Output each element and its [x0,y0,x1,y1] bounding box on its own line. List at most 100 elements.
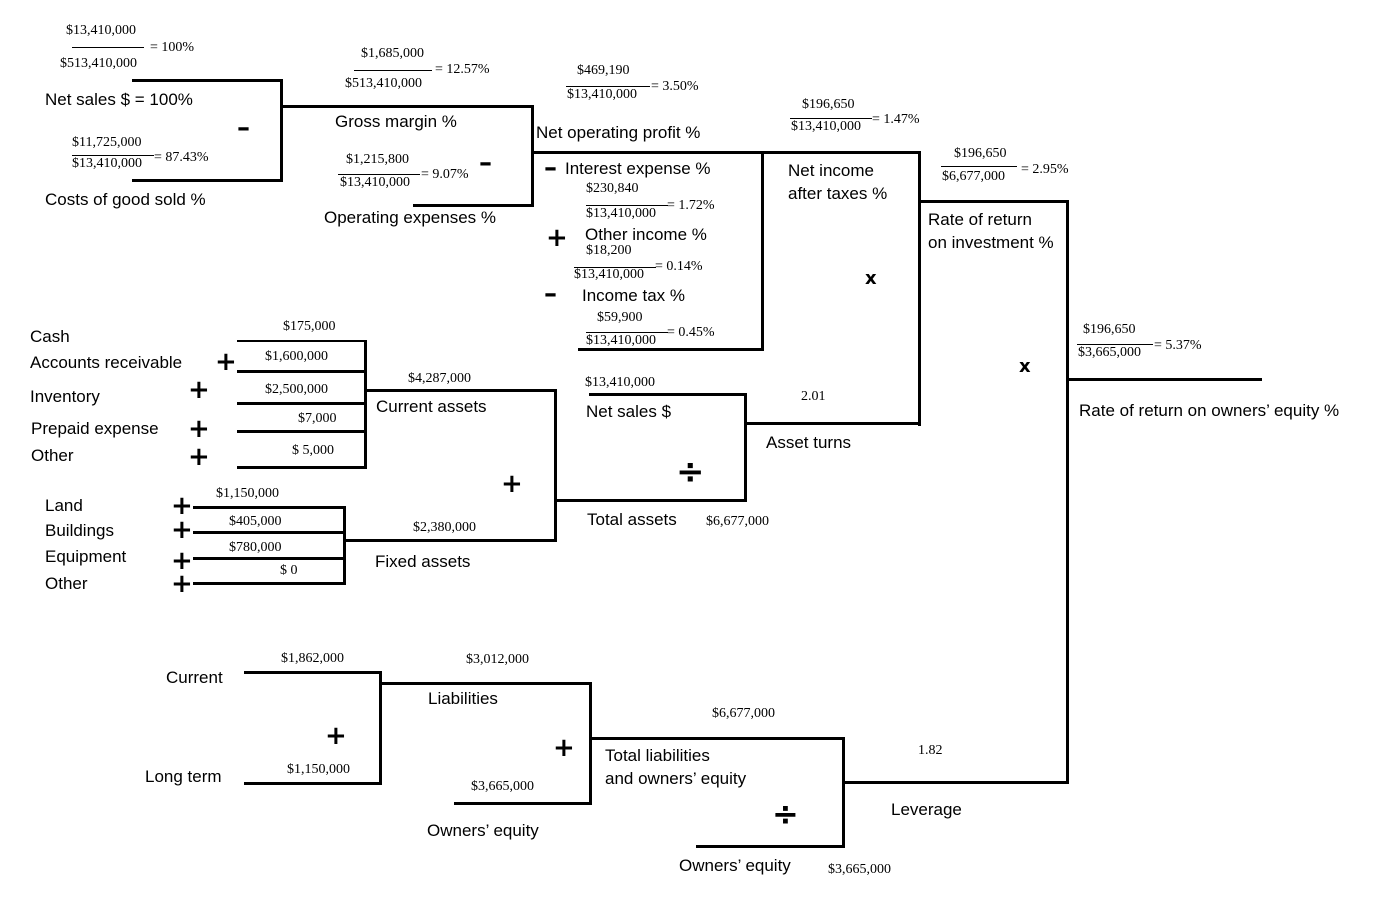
buildings-value: $405,000 [229,514,282,529]
asset-turns-connector [744,393,747,502]
other-income-numerator: $18,200 [586,243,632,258]
roe-connector [1066,200,1069,784]
plus-symbol: + [188,375,210,405]
liabilities-connector [379,671,382,785]
operating-expenses-line [413,204,534,207]
roe-label: Rate of return on owners’ equity % [1079,401,1340,420]
leverage-line [842,781,1069,784]
long-term-liabilities-line [244,782,382,785]
minus-symbol: – [544,153,557,183]
prepaid-value: $7,000 [298,411,337,426]
sales-cogs-connector [280,79,283,182]
fraction-bar [790,118,872,119]
asset-turns-result: 2.01 [801,389,826,404]
fraction-bar [338,174,420,175]
current-assets-line [364,389,557,392]
roi-denominator: $6,677,000 [942,169,1005,184]
minus-symbol: – [544,279,557,309]
plus-symbol: + [188,414,210,444]
cash-label: Cash [30,327,70,346]
fraction-bar [574,267,656,268]
inventory-line [237,402,367,405]
cogs-line [132,179,283,182]
fraction-bar [941,166,1017,167]
plus-symbol: + [553,733,575,763]
gm-opex-connector [531,105,534,207]
income-tax-denominator: $13,410,000 [586,333,656,348]
opex-result: = 9.07% [421,167,469,182]
leverage-result: 1.82 [918,743,943,758]
plus-symbol: + [546,223,568,253]
total-assets-label: Total assets [587,510,677,529]
current-liabilities-label: Current [166,668,223,687]
equipment-label: Equipment [45,547,127,566]
other-fixed-label: Other [45,574,88,593]
receivables-label: Accounts receivable [30,353,183,372]
interest-numerator: $230,840 [586,181,639,196]
roi-numerator: $196,650 [954,146,1007,161]
other-current-value: $ 5,000 [292,443,334,458]
net-income-result: = 1.47% [872,112,920,127]
plus-symbol: + [215,347,237,377]
other-income-denominator: $13,410,000 [574,267,644,282]
roi-connector [918,151,921,426]
times-symbol: x [865,268,877,289]
land-line [193,506,346,509]
net-income-line [761,151,921,154]
fixed-assets-value: $2,380,000 [413,520,476,535]
current-items-connector [364,340,367,469]
plus-symbol: + [171,569,193,599]
roe-result: = 5.37% [1154,338,1202,353]
gross-margin-numerator: $1,685,000 [361,46,424,61]
leverage-equity-line [696,845,845,848]
cash-line [237,340,367,342]
other-current-line [237,466,367,469]
asset-turns-total-assets-line [555,499,747,502]
owners-equity-label: Owners’ equity [427,821,539,840]
cogs-ratio-result: = 87.43% [154,150,209,165]
owners-equity-line [454,802,592,805]
leverage-equity-value: $3,665,000 [828,862,891,877]
interest-expense-label: Interest expense % [565,159,711,178]
land-value: $1,150,000 [216,486,279,501]
roe-numerator: $196,650 [1083,322,1136,337]
net-income-denominator: $13,410,000 [791,119,861,134]
divide-symbol: ÷ [772,795,799,833]
net-income-label-2: after taxes % [788,184,888,203]
receivables-line [237,370,367,373]
total-liab-equity-label-2: and owners’ equity [605,769,747,788]
asset-turns-label: Asset turns [766,433,852,452]
net-operating-profit-line [531,151,763,154]
fraction-bar [586,205,668,206]
roi-label-1: Rate of return [928,210,1032,229]
equipment-value: $780,000 [229,540,282,555]
plus-symbol: + [325,721,347,751]
roi-result: = 2.95% [1021,162,1069,177]
total-liab-equity-line [589,737,845,740]
net-income-numerator: $196,650 [802,97,855,112]
total-assets-value: $6,677,000 [706,514,769,529]
other-income-result: = 0.14% [655,259,703,274]
times-symbol: x [1019,356,1031,377]
gross-margin-result: = 12.57% [435,62,490,77]
plus-symbol: + [171,491,193,521]
buildings-label: Buildings [45,521,114,540]
interest-denominator: $13,410,000 [586,206,656,221]
roi-label-2: on investment % [928,233,1054,252]
fixed-items-connector [343,506,346,585]
interest-result: = 1.72% [667,198,715,213]
inventory-value: $2,500,000 [265,382,328,397]
current-liabilities-line [244,671,382,674]
net-sales-label: Net sales $ = 100% [45,90,193,109]
liabilities-line [379,682,592,685]
net-income-label-1: Net income [788,161,874,180]
other-fixed-line [193,582,346,585]
fraction-bar [72,155,154,156]
liab-equity-connector [589,682,592,805]
roi-line [918,200,1069,203]
income-tax-numerator: $59,900 [597,310,643,325]
asset-turns-net-sales-line [589,393,747,396]
gross-margin-line [280,105,534,108]
current-liabilities-value: $1,862,000 [281,651,344,666]
sales-ratio-denominator: $513,410,000 [60,56,137,71]
